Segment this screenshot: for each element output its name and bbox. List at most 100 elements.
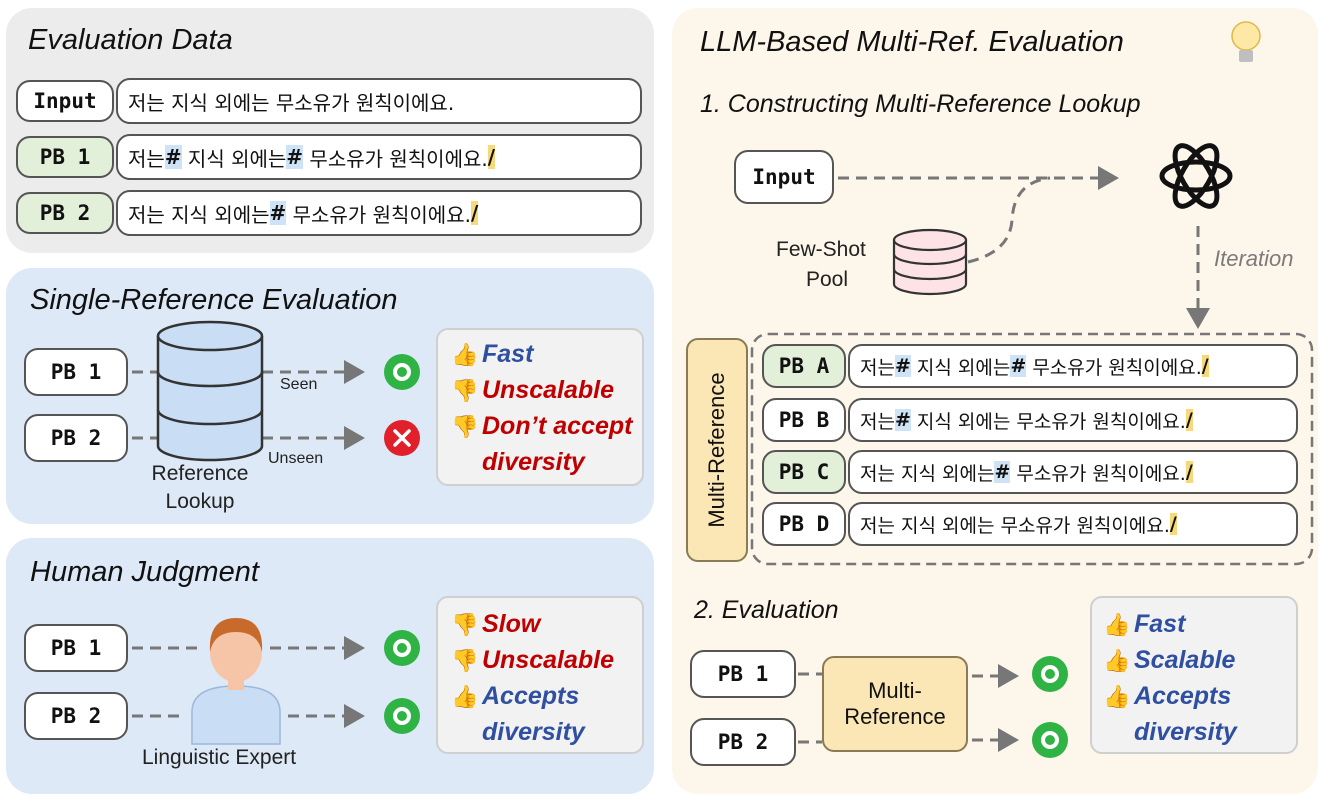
ref-tag-0: PB A [762, 344, 846, 388]
lightbulb-icon [1231, 21, 1261, 62]
ref-sentence-2: 저는 지식 외에는# 무소유가 원칙이에요./ [848, 450, 1298, 494]
sentence-text: 저는 [128, 146, 165, 171]
llm-input-tag: Input [734, 150, 834, 204]
multi-reference-box-line1: Multi- [868, 678, 922, 703]
multi-reference-side-label: Multi-Reference [686, 338, 748, 562]
human-arrows [132, 636, 365, 728]
sentence-text: 저는 지식 외에는 [860, 462, 995, 485]
multi-reference-box-line2: Reference [844, 704, 946, 729]
pros-text: Fast [482, 340, 534, 368]
llm-pros-box [1090, 596, 1298, 754]
pros-line: diversity [1100, 718, 1237, 747]
pros-line: 👍Scalable [1100, 646, 1235, 675]
slash-marker: / [487, 145, 496, 169]
hash-marker: # [269, 201, 287, 225]
ref-tag-1: PB B [762, 398, 846, 442]
thumbs-up-icon: 👍 [1103, 647, 1131, 673]
sentence-text: 지식 외에는 [910, 356, 1011, 379]
thumbs-up-icon: 👍 [1103, 683, 1131, 709]
pros-line: 👎Slow [448, 610, 540, 639]
single-pb2-tag: PB 2 [24, 414, 128, 462]
slash-marker: / [1169, 513, 1177, 535]
sentence-text: 저는 지식 외에는 무소유가 원칙이에요. [860, 514, 1170, 537]
thumbs-down-icon: 👎 [451, 413, 479, 439]
sentence-text: 저는 지식 외에는 [128, 202, 270, 227]
llm-pb2-tag: PB 2 [690, 718, 796, 766]
database-icon [156, 320, 264, 462]
multi-reference-box: Multi- Reference [822, 656, 968, 752]
multi-reference-container [750, 332, 1314, 566]
hash-marker: # [286, 145, 304, 169]
thumbs-up-icon: 👍 [451, 683, 479, 709]
thumbs-down-icon: 👎 [451, 377, 479, 403]
llm-title: LLM-Based Multi-Ref. Evaluation [700, 26, 1124, 58]
reference-lookup-label-1: Reference [151, 462, 249, 485]
pros-line: 👎Unscalable [448, 646, 614, 675]
human-pb2-tag: PB 2 [24, 692, 128, 740]
thumbs-down-icon: 👎 [451, 611, 479, 637]
sentence-text: 지식 외에는 [181, 146, 287, 171]
thumbs-up-icon: 👍 [1103, 611, 1131, 637]
iteration-label: Iteration [1214, 246, 1294, 271]
cross-icon-unseen [384, 420, 420, 456]
sentence-text: 저는 [860, 356, 895, 379]
sentence-text: 지식 외에는 무소유가 원칙이에요. [910, 410, 1186, 433]
pros-text: Don’t accept [482, 412, 633, 440]
pros-line: 👍Fast [448, 340, 533, 369]
sentence-text: 저는 [860, 410, 895, 433]
linguistic-expert-label: Linguistic Expert [142, 746, 297, 769]
evaluation-data-title: Evaluation Data [28, 24, 233, 56]
thumbs-down-icon: 👎 [451, 647, 479, 673]
pros-text: diversity [482, 718, 585, 746]
sentence-text: 무소유가 원칙이에요. [1010, 462, 1186, 485]
step1-title: 1. Constructing Multi-Reference Lookup [700, 90, 1141, 118]
pros-text: Accepts [482, 682, 580, 710]
human-pros-box [436, 596, 644, 754]
ref-sentence-3: 저는 지식 외에는 무소유가 원칙이에요./ [848, 502, 1298, 546]
input-tag: Input [16, 80, 114, 122]
unseen-label: Unseen [268, 450, 324, 467]
hash-marker: # [994, 461, 1011, 483]
single-pb1-tag: PB 1 [24, 348, 128, 396]
pros-line: diversity [448, 448, 585, 477]
pros-line: diversity [448, 718, 585, 747]
human-judgment-title: Human Judgment [30, 556, 259, 588]
pros-text: Unscalable [482, 646, 615, 674]
hash-marker: # [1010, 355, 1027, 377]
pb1-sentence: 저는# 지식 외에는# 무소유가 원칙이에요./ [116, 134, 642, 180]
ref-sentence-1: 저는# 지식 외에는 무소유가 원칙이에요./ [848, 398, 1298, 442]
pros-line: 👎Unscalable [448, 376, 614, 405]
seen-label: Seen [280, 376, 318, 393]
check-icon-llm-2 [1032, 722, 1068, 758]
pros-text: Accepts [1134, 682, 1232, 710]
pros-text: diversity [482, 448, 585, 476]
eval-arrows [798, 664, 1019, 752]
fewshot-pool-icon [892, 228, 968, 296]
pros-line: 👍Fast [1100, 610, 1185, 639]
human-pb1-tag: PB 1 [24, 624, 128, 672]
single-pros-box [436, 328, 644, 486]
arrow-fewshot-to-llm [967, 176, 1051, 264]
pb1-tag: PB 1 [16, 136, 114, 178]
sentence-text: 무소유가 원칙이에요. [1026, 356, 1202, 379]
fewshot-label-1: Few-Shot [776, 238, 866, 261]
ref-tag-3: PB D [762, 502, 846, 546]
pros-line: 👍Accepts [1100, 682, 1231, 711]
reference-lookup-label-2: Lookup [165, 490, 235, 513]
check-icon-seen [384, 354, 420, 390]
ref-tag-2: PB C [762, 450, 846, 494]
fewshot-label-2: Pool [806, 268, 849, 291]
single-reference-title: Single-Reference Evaluation [30, 284, 398, 316]
pb2-tag: PB 2 [16, 192, 114, 234]
llm-arrows [838, 166, 1210, 329]
pb2-sentence: 저는 지식 외에는# 무소유가 원칙이에요./ [116, 190, 642, 236]
sentence-text: 무소유가 원칙이에요. [303, 146, 488, 171]
input-sentence: 저는 지식 외에는 무소유가 원칙이에요. [116, 78, 642, 124]
sentence-text: 저는 지식 외에는 무소유가 원칙이에요. [128, 90, 455, 115]
thumbs-up-icon: 👍 [451, 341, 479, 367]
hash-marker: # [894, 409, 911, 431]
pros-line: 👍Accepts [448, 682, 579, 711]
check-icon-llm-1 [1032, 656, 1068, 692]
llm-icon [1159, 143, 1233, 209]
hash-marker: # [164, 145, 182, 169]
